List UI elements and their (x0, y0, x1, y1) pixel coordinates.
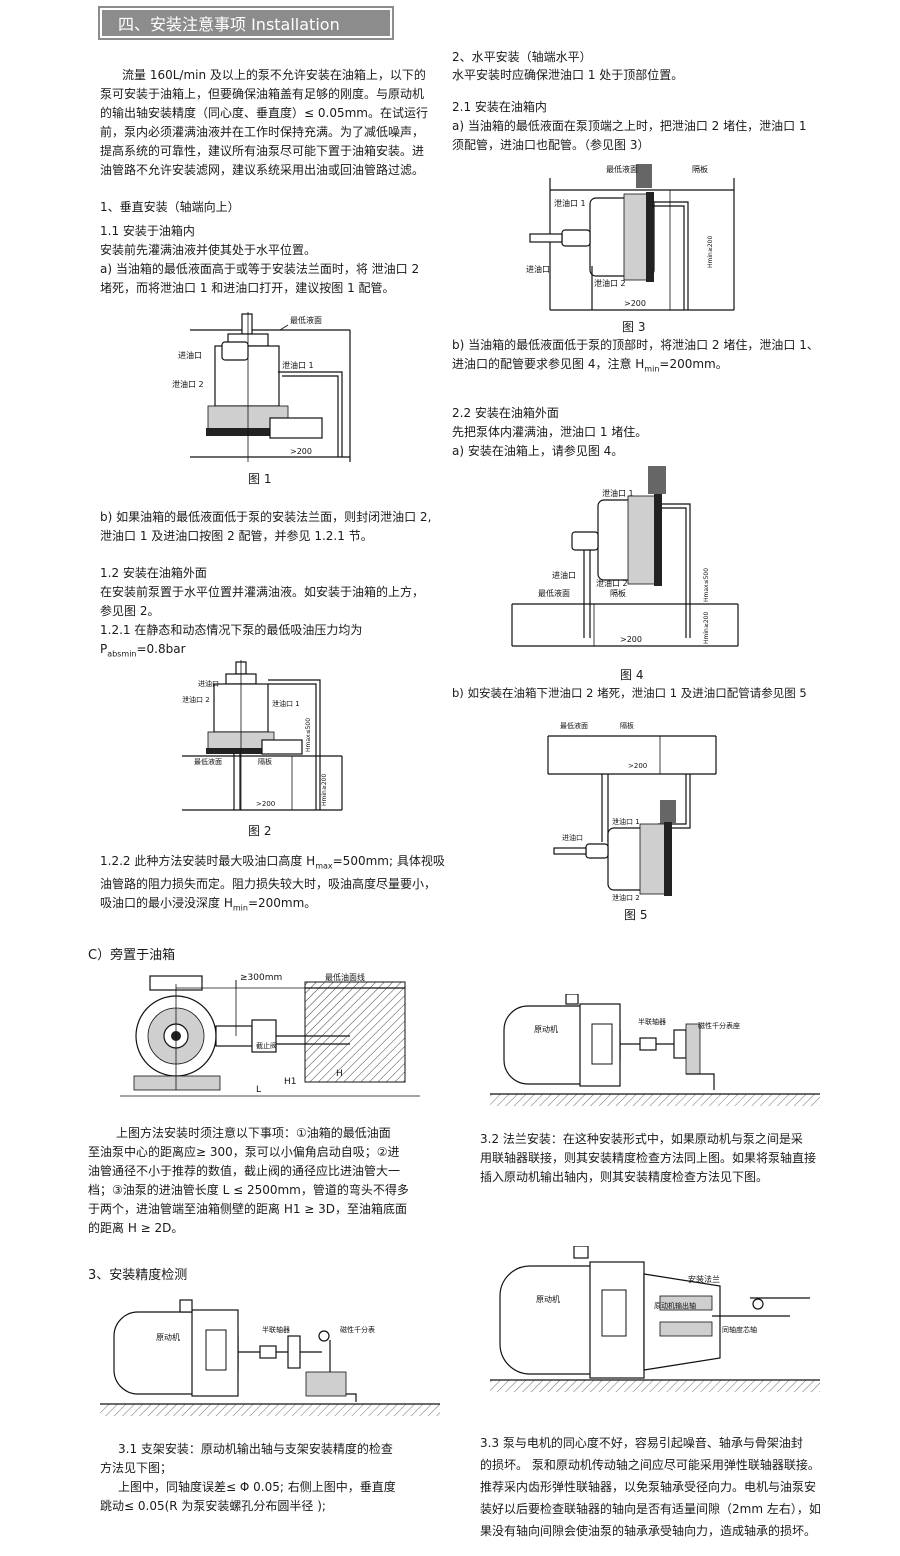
figure-2-caption: 图 2 (248, 824, 272, 838)
figure-4-caption: 图 4 (620, 668, 644, 682)
label-hmin: Hmin≥200 (707, 236, 714, 268)
section-horizontal-title: 2、水平安装（轴端水平） (452, 50, 592, 64)
label-motor: 原动机 (536, 1294, 560, 1304)
label-h1: H1 (284, 1077, 297, 1087)
label-drain-2: 泄油口 2 (596, 578, 628, 588)
subsection-1-2-text: 在安装前泵置于水平位置并灌满油液。如安装于油箱的上方， 参见图 2。 1.2.1… (100, 585, 425, 637)
section-header: 四、安装注意事项 Installation Notes (98, 6, 394, 64)
label-motor: 原动机 (534, 1024, 558, 1034)
figure-bracket-accuracy-diagram: 原动机 半联轴器 磁性千分表 (100, 1299, 440, 1416)
label-hmax: Hmax≤500 (703, 568, 710, 602)
label-inlet: 进油口 (178, 350, 202, 360)
label-baffle: 隔板 (258, 757, 272, 766)
min-suction-pressure: Pabsmin=0.8bar (100, 642, 186, 659)
label-min-distance: ≥300mm (240, 973, 282, 983)
direct-notes: 3.3 泵与电机的同心度不好，容易引起噪音、轴承与骨架油封 的损坏。 泵和原动机… (480, 1436, 821, 1538)
figure-4-diagram: 泄油口 1 进油口 泄油口 2 最低液面 隔板 >200 Hmax≤500 Hm… (511, 466, 739, 647)
label-dim-200: >200 (290, 447, 312, 456)
subsection-2-2-text: 先把泵体内灌满油，泄油口 1 堵住。 a) 安装在油箱上，请参见图 4。 (452, 425, 648, 458)
label-drain-1: 泄油口 1 (554, 198, 586, 208)
section-vertical-title: 1、垂直安装（轴端向上） (100, 200, 240, 214)
label-inlet: 进油口 (526, 264, 550, 274)
label-h: H (336, 1069, 343, 1079)
label-drain-2: 泄油口 2 (172, 379, 204, 389)
label-hmin: Hmin≥200 (703, 612, 710, 644)
label-inlet: 进油口 (562, 833, 583, 842)
label-min-level: 最低液面 (606, 164, 638, 174)
label-min-level: 最低液面 (538, 588, 570, 598)
figure-1-diagram: 最低液面 进油口 泄油口 2 泄油口 1 >200 (172, 312, 351, 462)
label-motor: 原动机 (156, 1332, 180, 1342)
flange-notes: 3.2 法兰安装：在这种安装形式中，如果原动机与泵之间是采 用联轴器联接，则其安… (480, 1132, 817, 1184)
label-drain-2: 泄油口 2 (182, 695, 210, 704)
label-l: L (256, 1085, 261, 1095)
figure-flange-coupling-diagram: 原动机 半联轴器 磁性千分表座 (490, 994, 820, 1106)
figure-5-diagram: 最低液面 隔板 >200 泄油口 1 进油口 泄油口 2 (547, 721, 717, 902)
figure-direct-shaft-diagram: 原动机 安装法兰 原动机输出轴 同轴度芯轴 (490, 1246, 820, 1392)
subsection-2-1-a-text: a) 当油箱的最低液面在泵顶端之上时，把泄油口 2 堵住，泄油口 1 须配管，进… (452, 119, 807, 152)
label-drain-2: 泄油口 2 (594, 278, 626, 288)
accuracy-notes: 3.1 支架安装：原动机输出轴与支架安装精度的检查 方法见下图； 上图中，同轴度… (100, 1442, 396, 1513)
label-dim-200: >200 (256, 800, 275, 808)
figure-3-caption: 图 3 (622, 320, 646, 334)
label-baffle: 隔板 (620, 721, 634, 730)
label-drain-2: 泄油口 2 (612, 893, 640, 902)
figure-1-caption: 图 1 (248, 472, 272, 486)
label-baffle: 隔板 (610, 588, 626, 598)
label-drain-1: 泄油口 1 (282, 360, 314, 370)
subsection-1-2-title: 1.2 安装在油箱外面 (100, 566, 207, 580)
label-dim-200: >200 (624, 299, 646, 308)
label-dial-indicator-base: 磁性千分表座 (698, 1021, 740, 1030)
subsection-1-2-2-text: 1.2.2 此种方法安装时最大吸油口高度 Hmax=500mm; 具体视吸 油管… (100, 854, 445, 913)
label-drain-1: 泄油口 1 (272, 699, 300, 708)
label-drain-1: 泄油口 1 (612, 817, 640, 826)
section-horizontal-text: 水平安装时应确保泄油口 1 处于顶部位置。 (452, 68, 684, 82)
subsection-2-1-b-text: b) 当油箱的最低液面低于泵的顶部时，将泄油口 2 堵住，泄油口 1、 进油口的… (452, 338, 819, 374)
figure-sideways-diagram: ≥300mm 最低油面线 截止阀 H1 L H (120, 972, 420, 1097)
label-half-coupling: 半联轴器 (262, 1325, 290, 1334)
label-min-level: 最低液面 (194, 757, 222, 766)
sideways-notes: 上图方法安装时须注意以下事项：①油箱的最低油面 至油泵中心的距离应≥ 300，泵… (88, 1126, 409, 1235)
label-hmin: Hmin≥200 (321, 774, 328, 806)
label-dim-200: >200 (620, 635, 642, 644)
subsection-2-2-title: 2.2 安装在油箱外面 (452, 406, 559, 420)
section-sideways-title: C）旁置于油箱 (88, 948, 176, 963)
subsection-2-2-b-text: b) 如安装在油箱下泄油口 2 堵死，泄油口 1 及进油口配管请参见图 5 (452, 686, 807, 700)
subsection-2-1-title: 2.1 安装在油箱内 (452, 100, 547, 114)
subsection-1-1-title: 1.1 安装于油箱内 (100, 224, 195, 238)
label-min-oil-line: 最低油面线 (325, 972, 365, 982)
figure-3-diagram: 最低液面 隔板 泄油口 1 进油口 泄油口 2 >200 Hmin≥200 (526, 164, 735, 311)
label-min-level: 最低液面 (560, 721, 588, 730)
label-dim-200: >200 (628, 762, 647, 770)
label-drain-1: 泄油口 1 (602, 488, 634, 498)
label-half-coupling: 半联轴器 (638, 1017, 666, 1026)
figure-2-diagram: 进油口 泄油口 2 泄油口 1 最低液面 隔板 >200 Hmax≤500 Hm… (182, 660, 343, 811)
label-stop-valve: 截止阀 (256, 1041, 277, 1050)
figure-5-caption: 图 5 (624, 908, 648, 922)
label-coaxial-test-shaft: 同轴度芯轴 (722, 1325, 757, 1334)
label-baffle: 隔板 (692, 164, 708, 174)
label-inlet: 进油口 (552, 570, 576, 580)
subsection-1-1-b-text: b) 如果油箱的最低液面低于泵的安装法兰面，则封闭泄油口 2, 泄油口 1 及进… (100, 510, 432, 543)
label-dial-indicator: 磁性千分表 (340, 1325, 375, 1334)
label-inlet: 进油口 (198, 679, 219, 688)
section-accuracy-title: 3、安装精度检测 (88, 1268, 188, 1283)
label-hmax: Hmax≤500 (305, 718, 312, 752)
intro-paragraph: 流量 160L/min 及以上的泵不允许安装在油箱上，以下的 泵可安装于油箱上，… (100, 68, 428, 177)
label-min-level: 最低液面 (290, 315, 322, 325)
label-mount-flange: 安装法兰 (688, 1274, 720, 1284)
subsection-1-1-text: 安装前先灌满油液并使其处于水平位置。 a) 当油箱的最低液面高于或等于安装法兰面… (100, 243, 420, 295)
label-motor-output-shaft: 原动机输出轴 (654, 1301, 696, 1310)
